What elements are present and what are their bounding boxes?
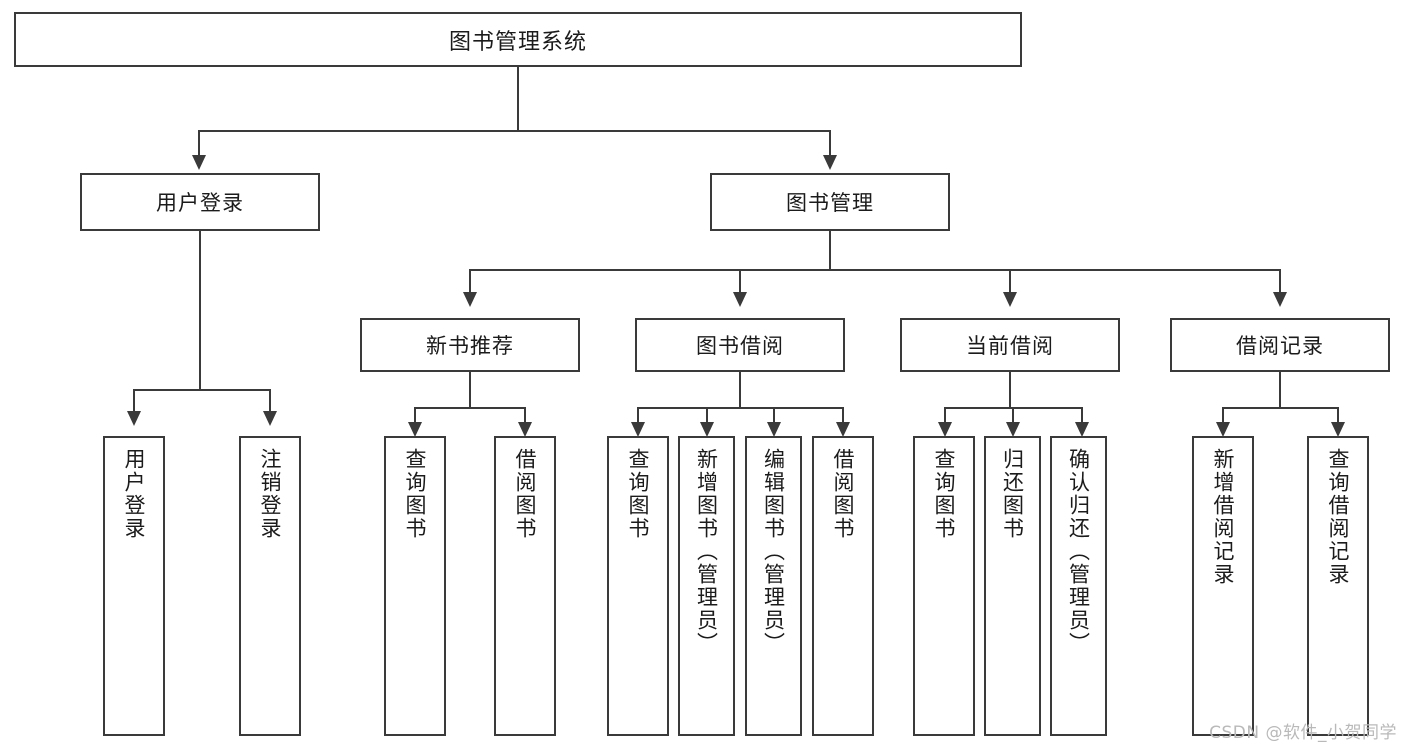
connector-bookmg-to-l3-2 (739, 269, 741, 295)
arrowhead-current-b (1006, 422, 1020, 437)
connector-bookmg-to-l3-1 (469, 269, 471, 295)
connector-borrow-c (773, 407, 775, 425)
connector-recommend-bus (414, 407, 524, 409)
connector-borrow-b (706, 407, 708, 425)
connector-bookmg-to-l3-3 (1009, 269, 1011, 295)
leaf-edit-book-admin[interactable]: 编辑图书（管理员） (745, 436, 802, 736)
arrowhead-l3-2 (733, 292, 747, 307)
node-current-borrow[interactable]: 当前借阅 (900, 318, 1120, 372)
leaf-user-login[interactable]: 用户登录 (103, 436, 165, 736)
arrowhead-root-to-bookmg (823, 155, 837, 170)
arrowhead-l3-3 (1003, 292, 1017, 307)
connector-root-stem (517, 67, 519, 131)
leaf-return-book-label: 归还图书 (1000, 448, 1025, 540)
leaf-query-book-borrow[interactable]: 查询图书 (607, 436, 669, 736)
connector-root-bus (198, 130, 831, 132)
connector-login-stem (199, 231, 201, 391)
arrowhead-record-a (1216, 422, 1230, 437)
arrowhead-borrow-a (631, 422, 645, 437)
arrowhead-l3-4 (1273, 292, 1287, 307)
connector-current-a (944, 407, 946, 425)
connector-bookmg-bus (469, 269, 1280, 271)
leaf-query-book-recommend[interactable]: 查询图书 (384, 436, 446, 736)
connector-login-to-leaf-2 (269, 389, 271, 414)
connector-root-to-login (198, 130, 200, 158)
connector-record-a (1222, 407, 1224, 425)
leaf-query-book-recommend-label: 查询图书 (403, 448, 428, 540)
connector-record-b (1337, 407, 1339, 425)
arrowhead-borrow-c (767, 422, 781, 437)
connector-bookmg-stem (829, 231, 831, 271)
node-root[interactable]: 图书管理系统 (14, 12, 1022, 67)
connector-record-stem (1279, 372, 1281, 409)
leaf-add-borrow-record-label: 新增借阅记录 (1211, 448, 1236, 586)
leaf-borrow-book-borrow[interactable]: 借阅图书 (812, 436, 874, 736)
leaf-add-book-admin-label: 新增图书（管理员） (694, 448, 719, 655)
arrowhead-record-b (1331, 422, 1345, 437)
node-new-book-recommend-label: 新书推荐 (426, 334, 514, 358)
leaf-query-borrow-record-label: 查询借阅记录 (1326, 448, 1351, 586)
node-book-borrow-label: 图书借阅 (696, 334, 784, 358)
node-user-login-label: 用户登录 (156, 191, 244, 215)
leaf-query-book-current[interactable]: 查询图书 (913, 436, 975, 736)
connector-record-bus (1222, 407, 1337, 409)
node-new-book-recommend[interactable]: 新书推荐 (360, 318, 580, 372)
arrowhead-current-c (1075, 422, 1089, 437)
arrowhead-borrow-d (836, 422, 850, 437)
node-book-management[interactable]: 图书管理 (710, 173, 950, 231)
connector-current-b (1012, 407, 1014, 425)
connector-bookmg-to-l3-4 (1279, 269, 1281, 295)
node-current-borrow-label: 当前借阅 (966, 334, 1054, 358)
connector-borrow-d (842, 407, 844, 425)
connector-recommend-stem (469, 372, 471, 409)
connector-borrow-bus (637, 407, 844, 409)
connector-root-to-bookmg (829, 130, 831, 158)
arrowhead-login-leaf-2 (263, 411, 277, 426)
arrowhead-borrow-b (700, 422, 714, 437)
arrowhead-l3-1 (463, 292, 477, 307)
connector-login-bus (133, 389, 269, 391)
connector-borrow-stem (739, 372, 741, 409)
connector-current-c (1081, 407, 1083, 425)
node-book-management-label: 图书管理 (786, 191, 874, 215)
leaf-logout[interactable]: 注销登录 (239, 436, 301, 736)
arrowhead-recommend-b (518, 422, 532, 437)
leaf-confirm-return-admin[interactable]: 确认归还（管理员） (1050, 436, 1107, 736)
leaf-confirm-return-admin-label: 确认归还（管理员） (1066, 448, 1091, 655)
connector-login-to-leaf-1 (133, 389, 135, 414)
leaf-add-borrow-record[interactable]: 新增借阅记录 (1192, 436, 1254, 736)
arrowhead-recommend-a (408, 422, 422, 437)
leaf-borrow-book-recommend-label: 借阅图书 (513, 448, 538, 540)
arrowhead-current-a (938, 422, 952, 437)
node-user-login[interactable]: 用户登录 (80, 173, 320, 231)
node-borrow-record-label: 借阅记录 (1236, 334, 1324, 358)
connector-borrow-a (637, 407, 639, 425)
leaf-query-borrow-record[interactable]: 查询借阅记录 (1307, 436, 1369, 736)
node-borrow-record[interactable]: 借阅记录 (1170, 318, 1390, 372)
arrowhead-root-to-login (192, 155, 206, 170)
node-root-label: 图书管理系统 (448, 29, 587, 55)
leaf-query-book-current-label: 查询图书 (932, 448, 957, 540)
leaf-query-book-borrow-label: 查询图书 (626, 448, 651, 540)
connector-recommend-b (524, 407, 526, 425)
arrowhead-login-leaf-1 (127, 411, 141, 426)
leaf-edit-book-admin-label: 编辑图书（管理员） (761, 448, 786, 655)
leaf-logout-label: 注销登录 (258, 448, 283, 540)
leaf-return-book[interactable]: 归还图书 (984, 436, 1041, 736)
leaf-user-login-label: 用户登录 (122, 448, 147, 540)
connector-current-stem (1009, 372, 1011, 409)
leaf-borrow-book-recommend[interactable]: 借阅图书 (494, 436, 556, 736)
leaf-add-book-admin[interactable]: 新增图书（管理员） (678, 436, 735, 736)
node-book-borrow[interactable]: 图书借阅 (635, 318, 845, 372)
leaf-borrow-book-borrow-label: 借阅图书 (831, 448, 856, 540)
connector-recommend-a (414, 407, 416, 425)
